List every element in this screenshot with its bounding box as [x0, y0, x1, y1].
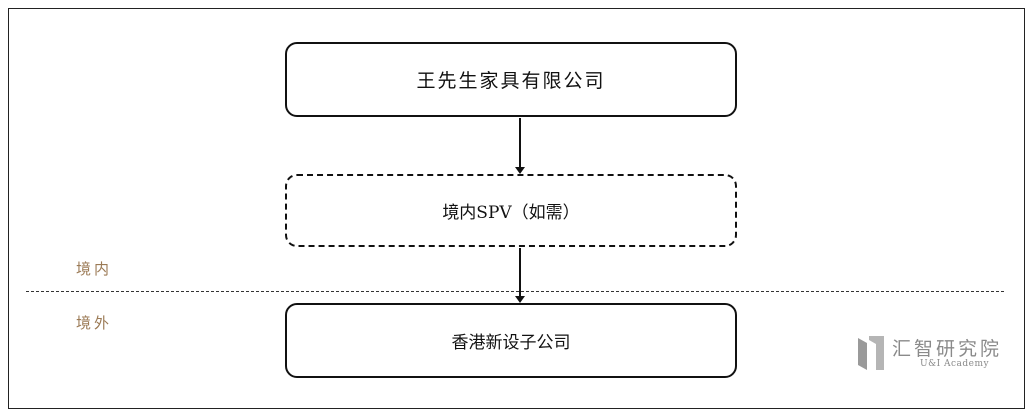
border-divider-line — [26, 291, 1004, 292]
arrow-head — [515, 167, 525, 174]
diagram-frame — [8, 8, 1025, 409]
logo-mark-icon — [858, 336, 884, 370]
node-parent-company-label: 王先生家具有限公司 — [416, 70, 606, 92]
arrow-spv-to-hk — [515, 248, 525, 303]
node-hk-subsidiary: 香港新设子公司 — [285, 303, 737, 378]
logo-name-cn: 汇智研究院 — [892, 338, 1003, 360]
region-label-overseas: 境外 — [76, 314, 113, 332]
watermark-logo: 汇智研究院 U&I Academy — [856, 330, 1006, 376]
node-domestic-spv-label: 境内SPV（如需） — [442, 203, 580, 223]
node-domestic-spv: 境内SPV（如需） — [285, 174, 737, 247]
arrow-parent-to-spv — [515, 118, 525, 174]
node-hk-subsidiary-label: 香港新设子公司 — [451, 333, 571, 353]
logo-name-en: U&I Academy — [920, 359, 990, 369]
region-label-domestic: 境内 — [76, 260, 113, 278]
node-parent-company: 王先生家具有限公司 — [285, 42, 737, 117]
arrow-head — [515, 296, 525, 303]
